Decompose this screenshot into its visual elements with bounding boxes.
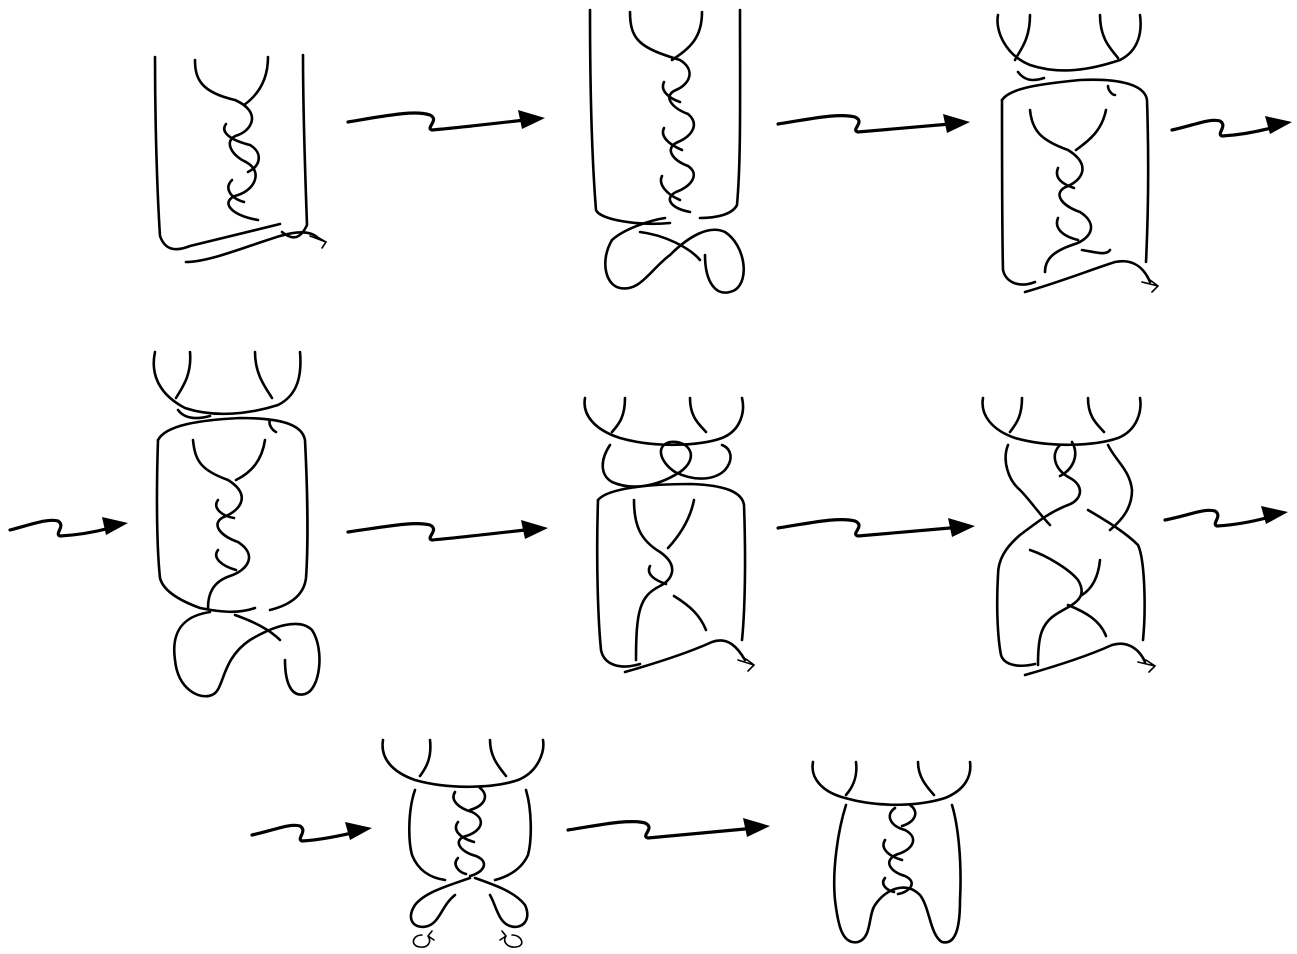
squiggle-arrow-3 — [1172, 116, 1292, 136]
knot-panel-1 — [155, 55, 326, 262]
knot-panel-4 — [154, 352, 320, 696]
squiggle-arrow-4 — [10, 517, 128, 536]
knot-panel-7 — [383, 740, 544, 947]
squiggle-arrow-2 — [778, 114, 970, 133]
knot-panel-2 — [590, 10, 744, 293]
rotate-counterclockwise-icon — [413, 931, 434, 947]
knot-panel-8 — [813, 762, 971, 942]
knot-panel-5 — [585, 398, 754, 672]
squiggle-arrow-1 — [348, 110, 545, 130]
squiggle-arrow-7 — [1165, 506, 1288, 526]
squiggle-arrow-5 — [348, 520, 548, 540]
squiggle-arrow-9 — [568, 818, 770, 838]
squiggle-arrow-6 — [778, 518, 975, 537]
knot-panel-6 — [983, 398, 1155, 675]
knot-panel-3 — [997, 15, 1158, 292]
rotate-clockwise-icon — [500, 931, 522, 947]
squiggle-arrow-8 — [252, 822, 372, 841]
